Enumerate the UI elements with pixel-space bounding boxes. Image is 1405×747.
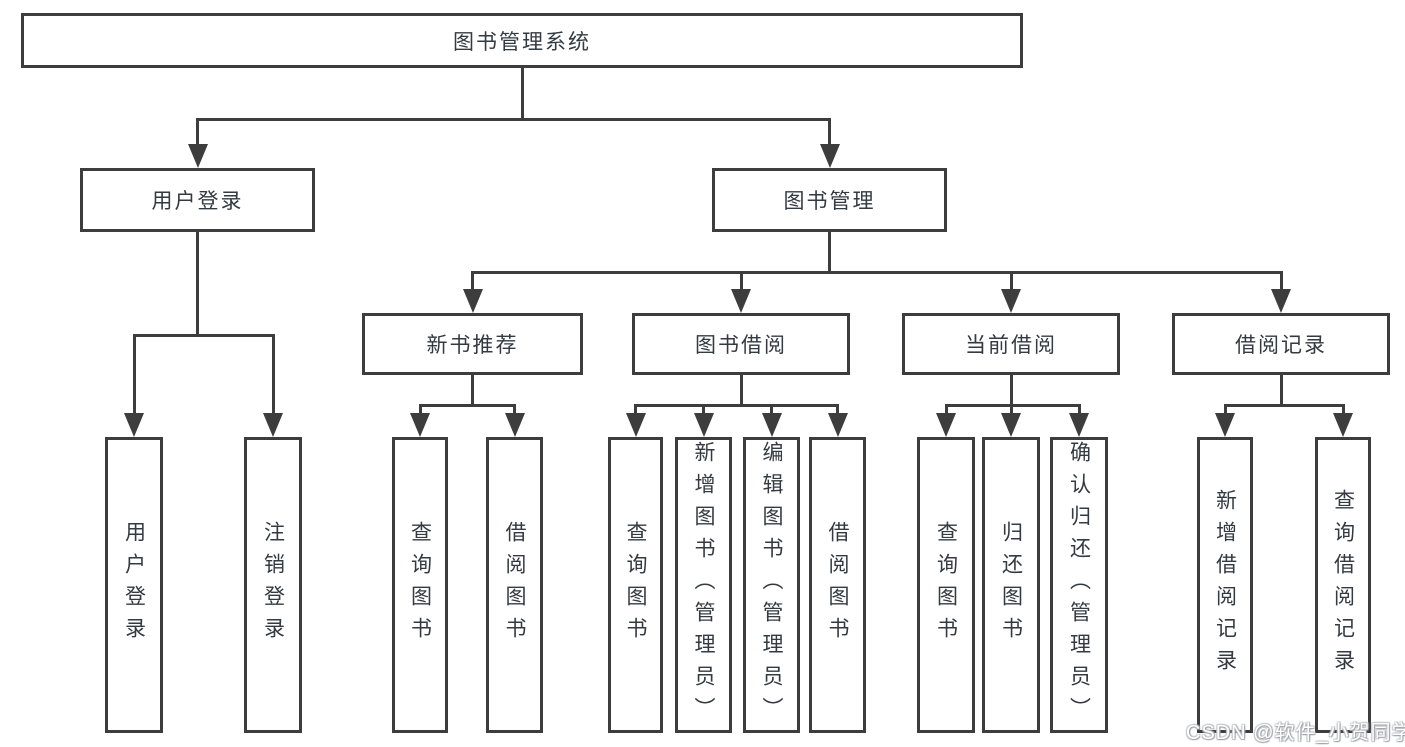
connector-drop	[828, 119, 831, 158]
node-leaf-br-add: 新增借阅记录	[1197, 437, 1253, 733]
node-leaf-user-login: 用户登录	[105, 437, 163, 733]
node-leaf-nb-query: 查询图书	[392, 437, 448, 733]
node-leaf-bb-borrow: 借阅图书	[809, 437, 866, 733]
node-label: 图书管理	[783, 190, 876, 213]
node-leaf-bb-query: 查询图书	[608, 437, 663, 733]
connector-stem	[1009, 375, 1013, 407]
connector-stem	[739, 375, 743, 407]
node-label: 用户登录	[122, 521, 146, 649]
arrow-down-icon	[263, 413, 283, 437]
arrow-down-icon	[410, 413, 430, 437]
node-book-borrow: 图书借阅	[632, 313, 850, 375]
node-borrow-records: 借阅记录	[1172, 313, 1390, 375]
connector-drop	[271, 335, 275, 427]
arrow-down-icon	[1001, 289, 1021, 313]
node-label: 查询图书	[624, 521, 647, 649]
connector-stem	[520, 68, 524, 121]
node-label: 新书推荐	[426, 334, 519, 357]
node-root: 图书管理系统	[21, 13, 1023, 68]
node-label: 图书管理系统	[453, 30, 591, 54]
connector-drop	[1279, 272, 1283, 303]
arrow-down-icon	[187, 144, 208, 168]
node-label: 查询图书	[934, 521, 958, 649]
node-label: 归还图书	[999, 521, 1023, 649]
connector-bar	[471, 270, 1283, 274]
arrow-down-icon	[827, 413, 848, 437]
connector-bar	[944, 403, 1081, 407]
arrow-down-icon	[462, 289, 483, 313]
node-label: 图书借阅	[695, 334, 787, 357]
arrow-down-icon	[1333, 413, 1353, 437]
connector-bar	[418, 403, 516, 407]
arrow-down-icon	[693, 413, 714, 437]
node-label: 当前借阅	[965, 334, 1057, 357]
node-current-borrow: 当前借阅	[902, 313, 1120, 375]
node-leaf-cb-return: 归还图书	[982, 437, 1040, 733]
connector-stem	[471, 375, 474, 407]
node-leaf-br-query: 查询借阅记录	[1315, 437, 1371, 733]
node-new-book-rec: 新书推荐	[362, 313, 583, 375]
node-label: 借阅记录	[1235, 334, 1327, 357]
arrow-down-icon	[731, 289, 751, 313]
arrow-down-icon	[1001, 413, 1021, 437]
connector-stem	[1279, 375, 1283, 407]
connector-stem	[828, 232, 831, 274]
connector-bar	[132, 333, 275, 337]
node-leaf-cb-confirm: 确认归还（管理员）	[1050, 437, 1108, 733]
node-label: 新增图书（管理员）	[692, 441, 715, 729]
csdn-watermark: CSDN @软件_小贺同学	[1186, 722, 1405, 744]
arrow-down-icon	[1271, 289, 1291, 313]
connector-bar	[634, 403, 839, 407]
node-user-login: 用户登录	[80, 168, 315, 232]
arrow-down-icon	[936, 413, 956, 437]
node-label: 用户登录	[151, 190, 244, 213]
node-label: 查询借阅记录	[1331, 489, 1355, 681]
connector-bar	[1223, 403, 1345, 407]
node-label: 编辑图书（管理员）	[760, 441, 783, 729]
arrow-down-icon	[761, 413, 782, 437]
node-label: 新增借阅记录	[1213, 489, 1237, 681]
connector-drop	[132, 335, 136, 427]
node-leaf-bb-edit: 编辑图书（管理员）	[743, 437, 800, 733]
connector-drop	[739, 272, 743, 303]
node-label: 确认归还（管理员）	[1067, 441, 1091, 729]
node-label: 查询图书	[408, 521, 432, 649]
node-label: 借阅图书	[503, 521, 526, 649]
node-leaf-nb-borrow: 借阅图书	[486, 437, 543, 733]
arrow-down-icon	[504, 413, 525, 437]
arrow-down-icon	[124, 413, 144, 437]
node-leaf-logout: 注销登录	[244, 437, 302, 733]
arrow-down-icon	[819, 144, 840, 168]
node-leaf-cb-query: 查询图书	[917, 437, 975, 733]
connector-drop	[1009, 272, 1013, 303]
connector-drop	[471, 272, 474, 303]
connector-bar	[196, 117, 831, 121]
arrow-down-icon	[1215, 413, 1235, 437]
connector-stem	[196, 232, 199, 337]
node-book-mgmt: 图书管理	[712, 168, 947, 232]
node-leaf-bb-add: 新增图书（管理员）	[675, 437, 732, 733]
arrow-down-icon	[625, 413, 646, 437]
connector-drop	[196, 119, 199, 158]
arrow-down-icon	[1069, 413, 1089, 437]
node-label: 注销登录	[261, 521, 285, 649]
node-label: 借阅图书	[826, 521, 849, 649]
